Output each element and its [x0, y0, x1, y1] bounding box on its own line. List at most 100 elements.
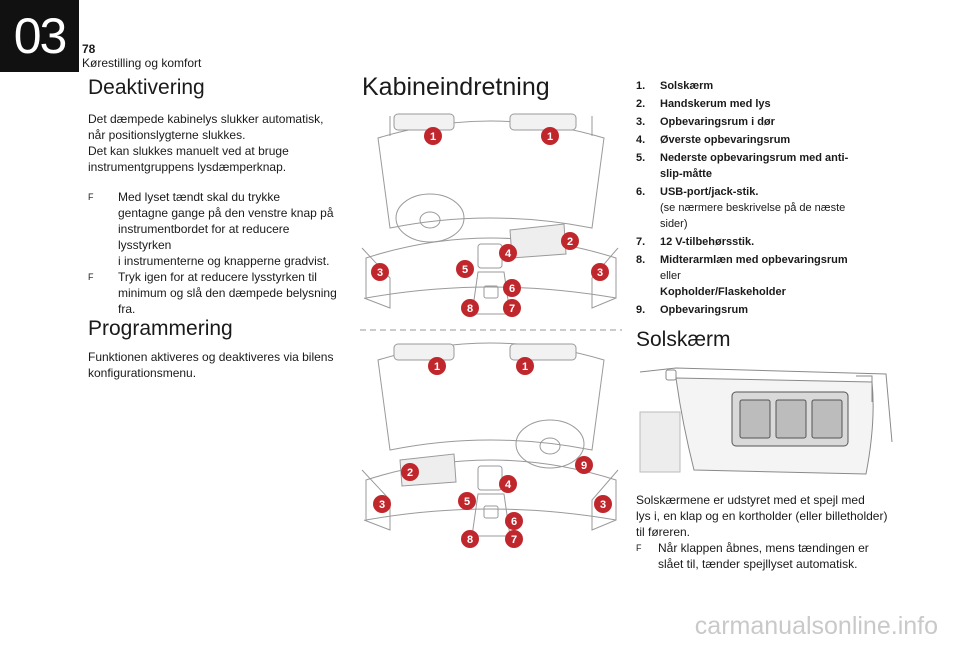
callout-marker: 6 [505, 512, 523, 530]
interior-top-drawing [361, 113, 619, 315]
text-line: konfigurationsmenu. [88, 366, 197, 380]
interior-bottom-drawing [361, 342, 619, 537]
solskaerm-bullet: F Når klappen åbnes, mens tændingen er s… [636, 540, 896, 572]
visor-clip [856, 375, 873, 402]
bullet-symbol: F [636, 543, 642, 553]
deaktivering-bullets: F Med lyset tændt skal du trykke gentagn… [88, 189, 340, 317]
bullet-item: F Tryk igen for at reducere lysstyrken t… [88, 269, 340, 317]
callout-label: 4 [505, 479, 512, 491]
sun-visor-illustration [639, 367, 893, 475]
list-item: 3. Opbevaringsrum i dør [636, 114, 886, 130]
bullet-symbol: F [88, 272, 94, 282]
text-line: Det dæmpede kabinelys slukker automatisk… [88, 112, 324, 126]
mirror-center [775, 399, 807, 439]
bullet-item: F Med lyset tændt skal du trykke gentagn… [88, 189, 340, 269]
list-note: eller [660, 270, 681, 282]
callout-marker: 7 [503, 299, 521, 317]
list-item: 6. USB-port/jack-stik. (se nærmere beskr… [636, 184, 886, 232]
list-label: 12 V-tilbehørsstik. [660, 236, 755, 248]
text-line: Solskærmene er udstyret med et spejl med [636, 493, 865, 507]
callout-marker: 3 [591, 263, 609, 281]
list-item: 9. Opbevaringsrum [636, 302, 886, 318]
callout-marker: 9 [575, 456, 593, 474]
callout-marker: 8 [461, 299, 479, 317]
text-line: når positionslygterne slukkes. [88, 128, 246, 142]
text-line: fra. [118, 302, 136, 316]
list-number: 9. [636, 304, 646, 316]
deaktivering-paragraph: Det dæmpede kabinelys slukker automatisk… [88, 111, 338, 175]
callout-label: 5 [462, 264, 468, 276]
list-item: 1. Solskærm [636, 78, 886, 94]
callout-label: 3 [597, 267, 603, 279]
list-number: 6. [636, 186, 646, 198]
cabin-illustration: 1 1 2 3 3 4 5 6 7 8 1 1 2 3 3 4 5 6 7 8 … [360, 113, 622, 548]
callout-label: 9 [581, 460, 587, 472]
callout-label: 4 [505, 248, 512, 260]
callout-marker: 1 [428, 357, 446, 375]
callout-marker: 3 [594, 495, 612, 513]
callout-marker: 2 [561, 232, 579, 250]
callout-label: 3 [600, 499, 606, 511]
callout-label: 5 [464, 496, 470, 508]
text-line: Med lyset tændt skal du trykke [118, 190, 281, 204]
callout-marker: 7 [505, 530, 523, 548]
visor-flap [639, 411, 681, 473]
callout-marker: 4 [499, 244, 517, 262]
callout-marker: 1 [541, 127, 559, 145]
text-line: til føreren. [636, 525, 691, 539]
list-label: Handskerum med lys [660, 98, 771, 110]
list-number: 2. [636, 98, 646, 110]
list-number: 3. [636, 116, 646, 128]
callout-marker: 5 [458, 492, 476, 510]
list-label: Øverste opbevaringsrum [660, 134, 791, 146]
callout-marker: 2 [401, 463, 419, 481]
callout-label: 8 [467, 303, 473, 315]
text-line: instrumentbordet for at reducere lysstyr… [118, 222, 290, 252]
solskaerm-paragraph: Solskærmene er udstyret med et spejl med… [636, 492, 896, 540]
text-line: lys i, en klap og en kortholder (eller b… [636, 509, 888, 523]
callout-label: 1 [522, 361, 528, 373]
roof-line [639, 367, 893, 443]
callout-label: 1 [547, 131, 553, 143]
heading-deaktivering: Deaktivering [88, 76, 205, 99]
callout-label: 2 [567, 236, 573, 248]
callout-label: 6 [511, 516, 517, 528]
callout-label: 7 [509, 303, 515, 315]
callout-label: 7 [511, 534, 517, 546]
list-item: 5. Nederste opbevaringsrum med anti- sli… [636, 150, 886, 182]
visor-hinge [665, 369, 677, 381]
list-item: 4. Øverste opbevaringsrum [636, 132, 886, 148]
callout-label: 3 [377, 267, 383, 279]
text-line: gentagne gange på den venstre knap på [118, 206, 334, 220]
section-title: Kørestilling og komfort [82, 56, 202, 70]
list-number: 1. [636, 80, 646, 92]
list-item: 8. Midterarmlæn med opbevaringsrum eller… [636, 252, 886, 300]
callout-label: 3 [379, 499, 385, 511]
text-line: slået til, tænder spejllyset automatisk. [658, 557, 858, 571]
list-item: 2. Handskerum med lys [636, 96, 886, 112]
callout-label: 1 [430, 131, 436, 143]
callout-marker: 1 [424, 127, 442, 145]
list-label: Solskærm [660, 80, 714, 92]
callout-marker: 1 [516, 357, 534, 375]
watermark: carmanualsonline.info [694, 612, 938, 640]
list-number: 5. [636, 152, 646, 164]
mirror-light-left [739, 399, 771, 439]
callout-marker: 4 [499, 475, 517, 493]
heading-solskaerm: Solskærm [636, 328, 731, 351]
list-label: Opbevaringsrum [660, 304, 749, 316]
chapter-tab: 03 [0, 0, 79, 72]
callout-label: 2 [407, 467, 413, 479]
callout-marker: 8 [461, 530, 479, 548]
text-line: instrumentgruppens lysdæmperknap. [88, 160, 287, 174]
list-label: Opbevaringsrum i dør [660, 116, 775, 128]
list-label: Midterarmlæn med opbevaringsrum [660, 254, 848, 266]
callout-label: 8 [467, 534, 473, 546]
list-number: 7. [636, 236, 646, 248]
component-list: 1. Solskærm 2. Handskerum med lys 3. Opb… [636, 78, 886, 320]
list-label: Nederste opbevaringsrum med anti- [660, 152, 849, 164]
list-note: (se nærmere beskrivelse på de næste [660, 202, 846, 214]
text-line: i instrumenterne og knapperne gradvist. [118, 254, 330, 268]
callout-marker: 3 [373, 495, 391, 513]
list-item: 7. 12 V-tilbehørsstik. [636, 234, 886, 250]
